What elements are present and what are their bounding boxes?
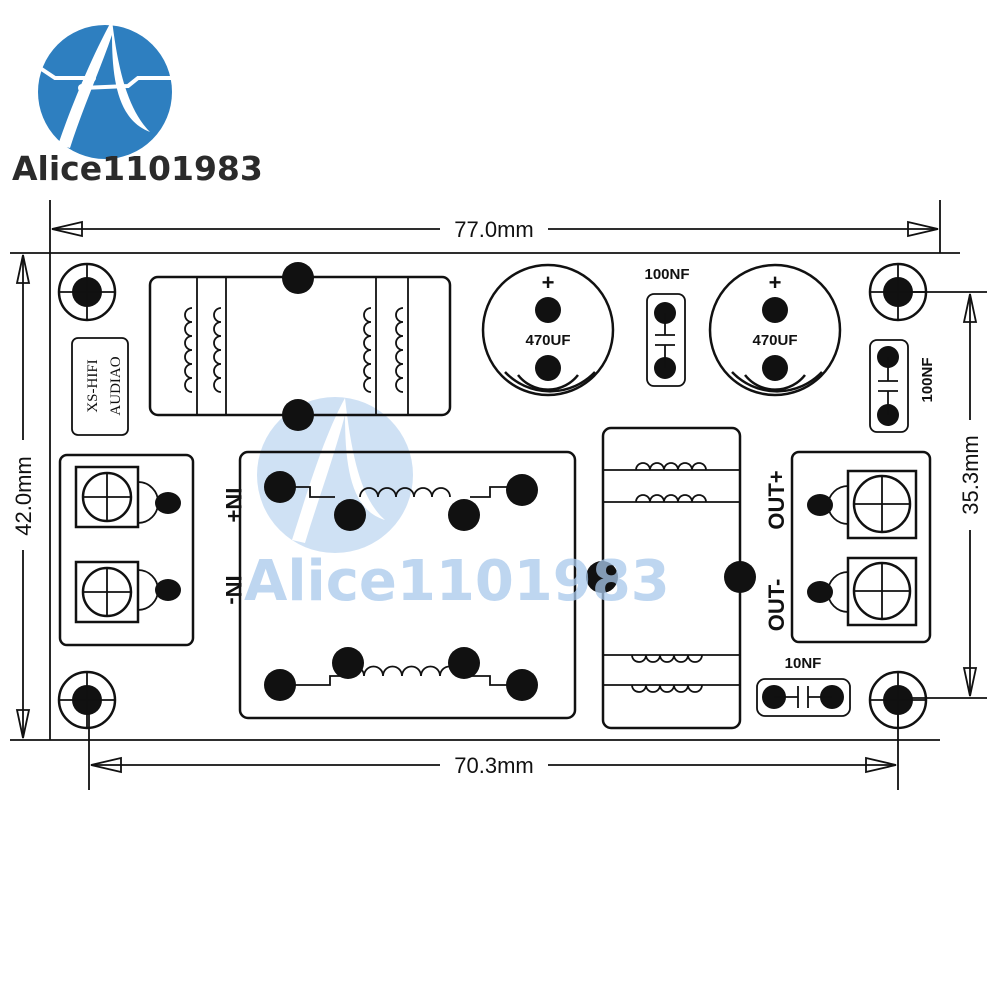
logo-letter-a-icon xyxy=(58,20,150,148)
in-minus-label: IN- xyxy=(221,575,246,604)
right-inductor xyxy=(586,426,756,730)
coil-icon xyxy=(635,462,707,471)
capacitor-value-label: 470UF xyxy=(752,332,797,349)
capacitor-10nf: 10NF xyxy=(756,655,851,717)
capacitor-value-label: 10NF xyxy=(785,655,822,672)
logo-text: Alice1101983 xyxy=(12,149,263,188)
coil-icon xyxy=(184,307,193,393)
out-plus-label: OUT+ xyxy=(764,470,789,529)
brand-logo: Alice1101983 xyxy=(12,20,263,188)
silkscreen-line2: AUDIAO xyxy=(108,356,124,415)
screw-terminal-icon xyxy=(74,560,140,624)
mounting-hole-icon xyxy=(868,262,928,322)
output-terminal-block: OUT+ OUT- xyxy=(764,450,932,644)
coil-icon xyxy=(213,307,222,393)
coil-icon xyxy=(359,487,451,498)
mounting-hole-icon xyxy=(868,670,928,730)
hole-spacing-x-dimension: 70.3mm xyxy=(88,700,899,790)
capacitor-value-label: 470UF xyxy=(525,332,570,349)
capacitor-value-label: 100NF xyxy=(644,266,689,283)
width-label: 77.0mm xyxy=(454,217,533,242)
watermark xyxy=(257,397,413,553)
capacitor-470uf-2: + 470UF xyxy=(708,263,842,397)
screw-terminal-icon xyxy=(846,469,918,540)
polarity-plus-label: + xyxy=(542,270,555,295)
hole-spacing-y-dimension: 35.3mm xyxy=(898,291,987,699)
mounting-holes xyxy=(57,262,928,730)
capacitor-100nf-2: 100NF xyxy=(869,339,936,433)
screw-terminal-icon xyxy=(74,465,140,529)
mounting-hole-icon xyxy=(57,670,117,730)
coil-icon xyxy=(344,665,460,677)
silkscreen-line1: XS-HIFI xyxy=(85,359,101,412)
capacitor-100nf-1: 100NF xyxy=(644,266,690,387)
coil-icon xyxy=(631,684,703,693)
height-label: 42.0mm xyxy=(11,456,36,535)
silkscreen-label: XS-HIFI AUDIAO xyxy=(71,337,129,436)
mounting-hole-icon xyxy=(57,262,117,322)
polarity-plus-label: + xyxy=(769,270,782,295)
coil-icon xyxy=(363,307,372,393)
in-plus-label: IN+ xyxy=(221,488,246,523)
coil-icon xyxy=(635,494,707,503)
coil-icon xyxy=(631,654,703,663)
hole-spacing-y-label: 35.3mm xyxy=(958,435,983,514)
height-dimension: 42.0mm xyxy=(10,252,960,741)
middle-inductor xyxy=(238,450,577,720)
top-inductor xyxy=(148,262,452,431)
width-dimension: 77.0mm xyxy=(49,200,941,740)
watermark-text: Alice1101983 xyxy=(244,549,670,614)
input-terminal-block: IN+ IN- xyxy=(58,453,246,647)
coil-icon xyxy=(395,307,404,393)
capacitor-value-label: 100NF xyxy=(919,357,936,402)
out-minus-label: OUT- xyxy=(764,579,789,632)
screw-terminal-icon xyxy=(846,556,918,627)
hole-spacing-x-label: 70.3mm xyxy=(454,753,533,778)
capacitor-470uf-1: + 470UF xyxy=(481,263,615,397)
